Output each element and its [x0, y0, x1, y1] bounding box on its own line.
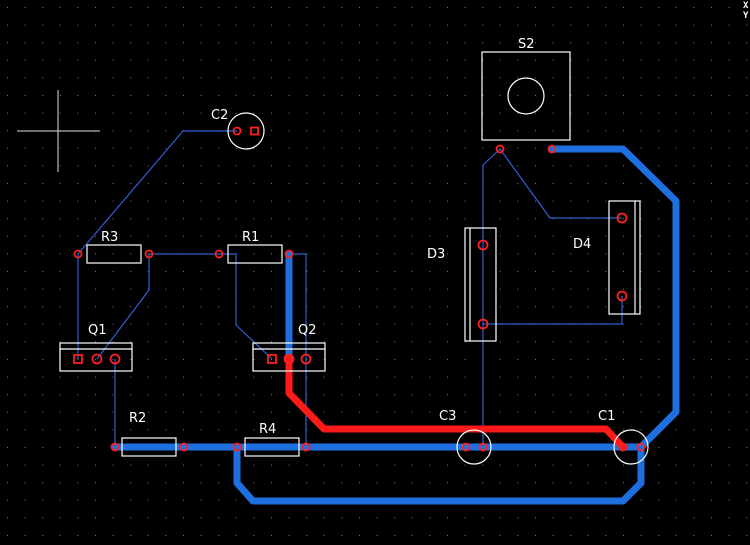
pad-c3-2[interactable]: [478, 442, 488, 452]
label-r3: R3: [101, 230, 118, 245]
coordinate-readout: X Y: [743, 1, 749, 21]
pad-q2-3[interactable]: [300, 353, 312, 365]
label-r4: R4: [259, 422, 276, 437]
pad-q2-2[interactable]: [283, 353, 295, 365]
pad-c3-1[interactable]: [461, 442, 471, 452]
label-c1: C1: [598, 409, 615, 424]
pad-q1-3[interactable]: [109, 353, 121, 365]
pad-d3-2[interactable]: [477, 318, 489, 330]
pad-q2-1[interactable]: [267, 354, 277, 364]
pad-d4-2[interactable]: [616, 290, 628, 302]
label-q2: Q2: [298, 323, 317, 338]
pad-c1-2[interactable]: [636, 442, 646, 452]
pad-q1-1[interactable]: [73, 354, 83, 364]
pad-r4-2[interactable]: [301, 442, 311, 452]
label-c3: C3: [439, 409, 456, 424]
label-d4: D4: [573, 237, 591, 252]
label-c2: C2: [211, 108, 228, 123]
capacitor-c3-body[interactable]: [456, 429, 492, 465]
diode-d3-body[interactable]: [464, 227, 497, 342]
pad-c2-2[interactable]: [250, 126, 259, 136]
resistor-r1-body[interactable]: [227, 244, 283, 264]
pad-r2-2[interactable]: [179, 442, 189, 452]
component-outlines: [59, 51, 649, 465]
pads: [73, 126, 646, 452]
label-q1: Q1: [88, 323, 107, 338]
diode-d4-body[interactable]: [608, 200, 641, 315]
capacitor-c1-body[interactable]: [613, 429, 649, 465]
pad-c2-1[interactable]: [232, 126, 242, 136]
switch-s2-button[interactable]: [507, 77, 545, 115]
pad-q1-2[interactable]: [91, 353, 103, 365]
pad-r2-1[interactable]: [110, 442, 120, 452]
capacitor-c2-body[interactable]: [227, 112, 265, 150]
coord-x-label: X: [743, 1, 749, 11]
pad-r1-2[interactable]: [284, 249, 294, 259]
resistor-r4-body[interactable]: [244, 437, 300, 457]
pad-r1-1[interactable]: [214, 249, 224, 259]
pad-r3-2[interactable]: [144, 249, 154, 259]
thin-traces: [77, 130, 623, 447]
label-s2: S2: [518, 37, 535, 52]
resistor-r3-body[interactable]: [86, 244, 142, 264]
switch-s2-body[interactable]: [481, 51, 571, 141]
pad-s2-2[interactable]: [547, 144, 557, 154]
transistor-q2-body[interactable]: [252, 342, 326, 372]
label-r1: R1: [242, 230, 259, 245]
top-layer-traces: [285, 355, 627, 451]
label-r2: R2: [129, 411, 146, 426]
pad-r4-1[interactable]: [232, 442, 242, 452]
resistor-r2-body[interactable]: [121, 437, 177, 457]
label-d3: D3: [427, 247, 445, 262]
transistor-q1-body[interactable]: [59, 342, 133, 372]
pad-r3-1[interactable]: [73, 249, 83, 259]
coord-y-label: Y: [743, 11, 749, 21]
grid-dots: [7, 7, 748, 536]
pad-c1-1[interactable]: [618, 442, 628, 452]
pad-d3-1[interactable]: [477, 239, 489, 251]
bottom-layer-traces: [111, 145, 680, 505]
pad-s2-1[interactable]: [495, 144, 505, 154]
pad-d4-1[interactable]: [616, 212, 628, 224]
crosshair-cursor-icon: [17, 90, 100, 172]
component-labels: S2 C2 R3 R1 Q1 Q2 R2 R4 D3 D4 C3 C1: [88, 37, 615, 437]
